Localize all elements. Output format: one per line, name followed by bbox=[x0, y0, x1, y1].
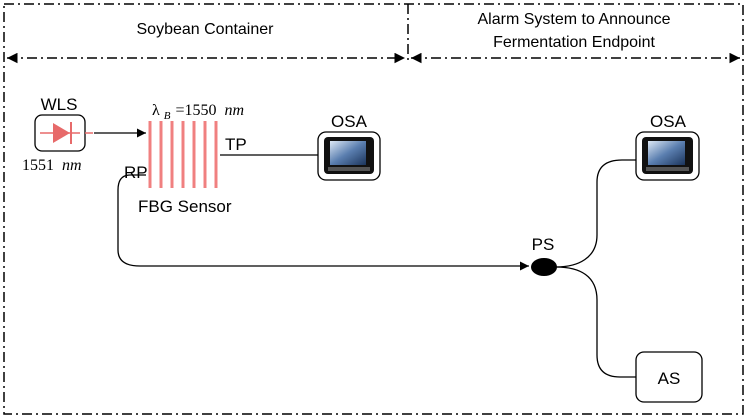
left-section-title: Soybean Container bbox=[137, 21, 275, 38]
ps-label: PS bbox=[532, 235, 555, 254]
bragg-subscript: B bbox=[164, 110, 171, 122]
as-box bbox=[635, 351, 703, 403]
osa-top-monitor-icon bbox=[324, 137, 374, 174]
tp-label: TP bbox=[225, 135, 247, 154]
rp-label: RP bbox=[124, 163, 148, 182]
rp-fiber bbox=[117, 174, 529, 271]
bragg-unit: nm bbox=[225, 102, 245, 119]
outer-frame bbox=[3, 3, 744, 415]
wls-wavelength-value: 1551 bbox=[22, 157, 54, 174]
wls-label: WLS bbox=[41, 95, 78, 114]
fbg-grating bbox=[148, 121, 218, 188]
bragg-value: =1550 bbox=[176, 102, 217, 119]
osa-right-label: OSA bbox=[650, 112, 687, 131]
wls-diode-icon bbox=[40, 122, 80, 144]
fbg-label: FBG Sensor bbox=[138, 197, 232, 216]
right-section-title-line1: Alarm System to Announce bbox=[478, 11, 671, 28]
osa-top-label: OSA bbox=[331, 112, 368, 131]
wls-wavelength: 1551 nm bbox=[22, 157, 82, 174]
right-section-title-line2: Fermentation Endpoint bbox=[493, 34, 655, 51]
wls-wavelength-unit: nm bbox=[62, 157, 82, 174]
ps-to-osa-fiber bbox=[555, 159, 636, 268]
osa-right-monitor-icon bbox=[642, 137, 693, 174]
ps-splitter-icon bbox=[531, 258, 557, 276]
ps-to-as-fiber bbox=[555, 266, 636, 378]
bragg-wavelength: λ B =1550 nm bbox=[152, 102, 244, 123]
bragg-symbol: λ bbox=[152, 102, 160, 119]
as-label: AS bbox=[658, 369, 681, 388]
